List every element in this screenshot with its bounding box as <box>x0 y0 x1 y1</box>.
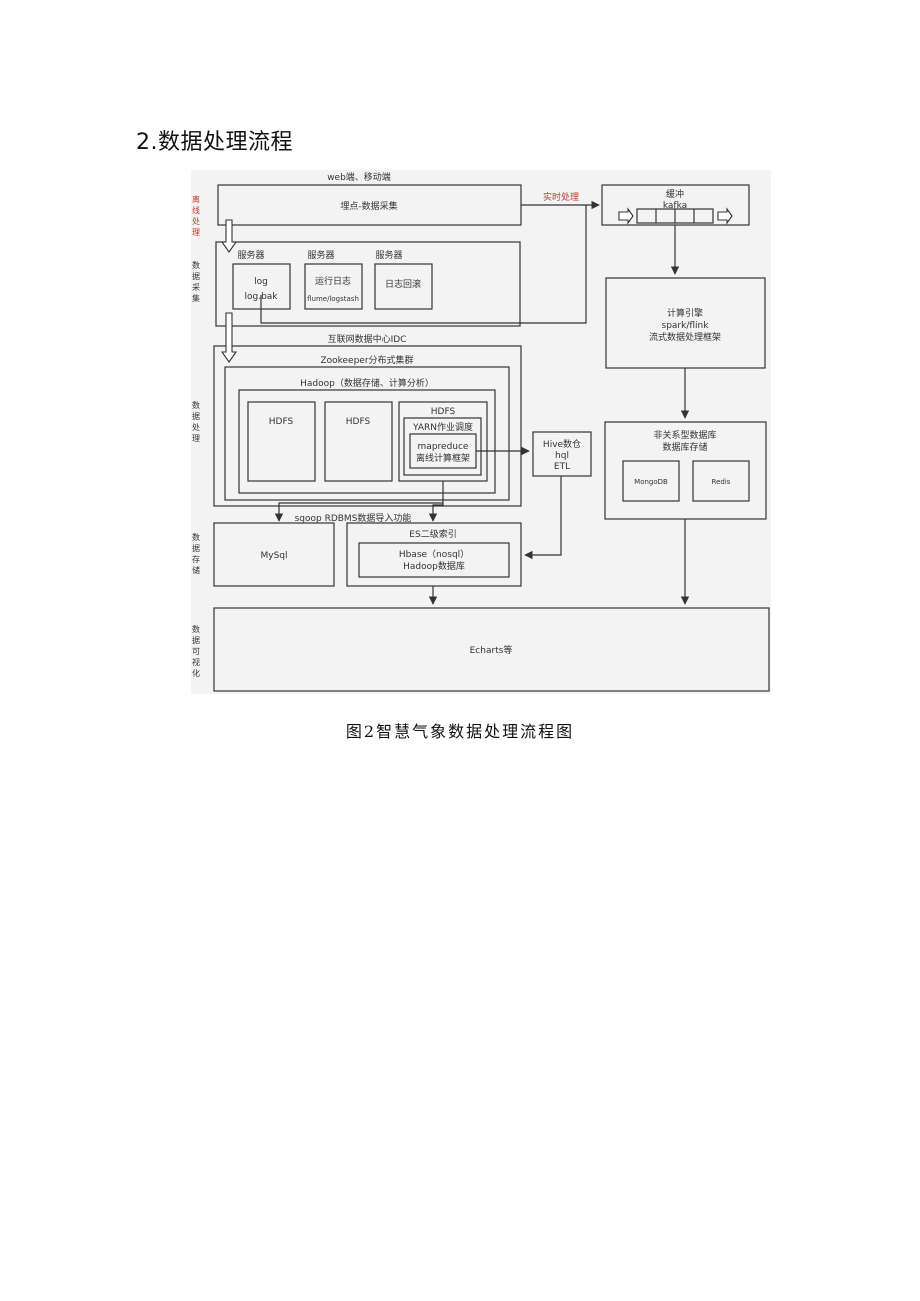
buffer-title: 缓冲 <box>666 188 684 200</box>
zookeeper-label: Zookeeper分布式集群 <box>320 354 413 366</box>
echarts-label: Echarts等 <box>470 644 513 656</box>
realtime-label: 实时处理 <box>543 191 579 203</box>
runlog-line2: flume/logstash <box>307 295 359 303</box>
sqoop-label: sqoop RDBMS数据导入功能 <box>295 512 412 524</box>
nosql-line2: 数据库存储 <box>662 441 707 453</box>
compute-line3: 流式数据处理框架 <box>649 331 721 343</box>
idc-label: 互联网数据中心IDC <box>328 333 407 345</box>
collect-label: 埋点-数据采集 <box>340 200 397 212</box>
hdfs-label-1: HDFS <box>269 417 294 427</box>
yarn-label: YARN作业调度 <box>412 421 473 433</box>
mapreduce-line2: 离线计算框架 <box>416 452 470 464</box>
hive-line1: Hive数仓 <box>543 438 581 450</box>
hbase-line2: Hadoop数据库 <box>403 560 465 572</box>
es-box <box>346 522 522 587</box>
runlog-line1: 运行日志 <box>315 275 351 287</box>
hadoop-box <box>238 389 496 494</box>
mysql-label: MySql <box>260 551 287 561</box>
offline-flow-arrows <box>220 207 733 363</box>
hive-line3: ETL <box>554 462 570 472</box>
redis-box <box>692 460 750 502</box>
offline-process-label: 离线处理 <box>192 194 200 237</box>
compute-line1: 计算引擎 <box>667 307 703 319</box>
buffer-sub: kafka <box>663 201 687 211</box>
logback-label: 日志回滚 <box>385 278 421 290</box>
log-line1: log <box>254 277 268 287</box>
logback-box <box>374 263 433 310</box>
es-label: ES二级索引 <box>409 528 456 540</box>
mapreduce-line1: mapreduce <box>418 442 469 452</box>
server-label-1: 服务器 <box>237 249 264 261</box>
yarn-box <box>403 417 482 476</box>
side-label-3: 数据可视化 <box>192 624 200 678</box>
hdfs-label-2: HDFS <box>346 417 371 427</box>
hdfs-box-1 <box>247 401 316 482</box>
hadoop-label: Hadoop（数据存储、计算分析） <box>300 377 434 389</box>
mongodb-box <box>622 460 680 502</box>
top-label: web端、移动端 <box>327 171 391 183</box>
hive-box <box>532 431 592 477</box>
server-area <box>215 241 521 327</box>
redis-label: Redis <box>712 478 731 486</box>
nosql-line1: 非关系型数据库 <box>653 429 716 441</box>
visualization-box <box>213 607 770 692</box>
server-label-2: 服务器 <box>307 249 334 261</box>
mongodb-label: MongoDB <box>634 478 668 486</box>
side-label-0: 数据采集 <box>192 260 200 303</box>
mysql-box <box>213 522 335 587</box>
idc-box <box>213 345 522 507</box>
hbase-box <box>358 542 510 578</box>
offline-label: 离线处理 <box>192 194 200 237</box>
compute-line2: spark/flink <box>662 321 710 331</box>
hdfs-label-3: HDFS <box>431 407 456 417</box>
side-label-1: 数据处理 <box>192 400 200 443</box>
hdfs-box-2 <box>324 401 393 482</box>
hive-line2: hql <box>555 451 569 461</box>
section-heading: 2.数据处理流程 <box>136 130 293 155</box>
data-flow-diagram: web端、移动端 埋点-数据采集 实时处理 缓冲 kafka 计算引擎 spar… <box>191 170 771 694</box>
side-label-2: 数据存储 <box>192 532 200 575</box>
log-line2: log.bak <box>244 292 278 302</box>
diagram-svg: web端、移动端 埋点-数据采集 实时处理 缓冲 kafka 计算引擎 spar… <box>192 171 770 692</box>
server-label-3: 服务器 <box>375 249 402 261</box>
figure-caption: 图2智慧气象数据处理流程图 <box>345 722 575 741</box>
zookeeper-box <box>224 366 510 501</box>
runlog-box <box>304 263 363 310</box>
hbase-line1: Hbase（nosql） <box>399 549 469 560</box>
